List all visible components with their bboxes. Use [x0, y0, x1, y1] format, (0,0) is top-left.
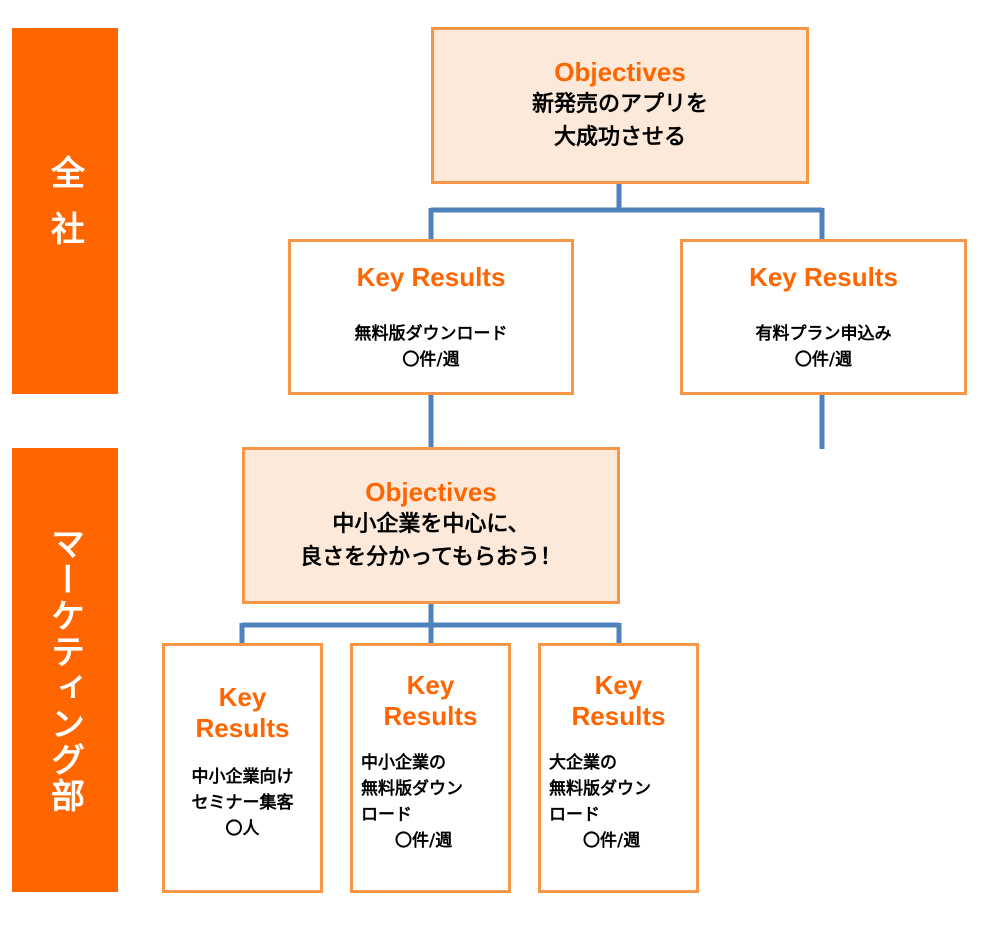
- key-result-line: 〇件/週: [395, 831, 453, 851]
- key-result-line: 〇件/週: [583, 831, 641, 851]
- key-result-text: 無料版ダウンロード 〇件/週: [291, 321, 571, 373]
- key-result-line: 〇件/週: [794, 350, 853, 370]
- key-result-text: 中小企業の 無料版ダウン ロード 〇件/週: [353, 750, 508, 854]
- key-result-title-line: Key: [218, 682, 267, 712]
- key-result-title-line: Results: [383, 701, 478, 731]
- key-result-enterprise-downloads: Key Results 大企業の 無料版ダウン ロード 〇件/週: [538, 643, 699, 893]
- key-result-title-line: Results: [195, 713, 290, 743]
- company-objective-text: 新発売のアプリを 大成功させる: [434, 88, 806, 154]
- key-result-smb-downloads: Key Results 中小企業の 無料版ダウン ロード 〇件/週: [350, 643, 511, 893]
- key-result-line: ロード: [549, 805, 600, 825]
- key-result-line: ロード: [361, 805, 412, 825]
- key-result-title: Key Results: [541, 670, 696, 732]
- marketing-band: マーケティング部: [12, 448, 118, 892]
- key-result-line: 無料版ダウンロード: [354, 324, 508, 344]
- key-result-title: Key Results: [356, 262, 506, 292]
- key-result-line: 〇件/週: [402, 350, 460, 370]
- key-result-line: セミナー集客: [191, 793, 294, 813]
- key-result-line: 〇人: [225, 819, 260, 839]
- company-band: 全社: [12, 28, 118, 394]
- key-result-line: 無料版ダウン: [361, 779, 463, 799]
- marketing-objective-text: 中小企業を中心に、 良さを分かってもらおう！: [245, 508, 617, 574]
- key-result-seminar: Key Results 中小企業向け セミナー集客 〇人: [162, 643, 323, 893]
- key-result-title-line: Key: [594, 670, 643, 700]
- key-result-text: 中小企業向け セミナー集客 〇人: [165, 764, 320, 842]
- company-objective-line: 新発売のアプリを: [531, 92, 708, 117]
- key-result-title-line: Results: [571, 701, 666, 731]
- key-result-paid-signups: Key Results 有料プラン申込み 〇件/週: [680, 239, 967, 395]
- key-result-title-line: Key: [406, 670, 455, 700]
- key-result-line: 大企業の: [549, 753, 617, 773]
- key-result-line: 中小企業の: [361, 753, 446, 773]
- connector-marketing-objective: [239, 604, 622, 643]
- key-result-title: Key Results: [749, 262, 898, 292]
- connector-company-objective: [428, 184, 825, 239]
- marketing-objective-line: 中小企業を中心に、: [332, 512, 530, 537]
- marketing-objective-line: 良さを分かってもらおう！: [300, 545, 562, 570]
- key-result-line: 有料プラン申込み: [755, 324, 892, 344]
- key-result-free-downloads: Key Results 無料版ダウンロード 〇件/週: [288, 239, 574, 395]
- company-objective-box: Objectives 新発売のアプリを 大成功させる: [431, 27, 809, 184]
- key-result-text: 有料プラン申込み 〇件/週: [683, 321, 964, 373]
- key-result-title: Key Results: [353, 670, 508, 732]
- company-objective-title: Objectives: [554, 57, 686, 87]
- marketing-objective-box: Objectives 中小企業を中心に、 良さを分かってもらおう！: [242, 447, 620, 604]
- key-result-text: 大企業の 無料版ダウン ロード 〇件/週: [541, 750, 696, 854]
- company-objective-line: 大成功させる: [553, 125, 686, 150]
- key-result-line: 中小企業向け: [191, 767, 294, 787]
- key-result-line: 無料版ダウン: [549, 779, 651, 799]
- marketing-objective-title: Objectives: [365, 477, 497, 507]
- key-result-title: Key Results: [165, 682, 320, 744]
